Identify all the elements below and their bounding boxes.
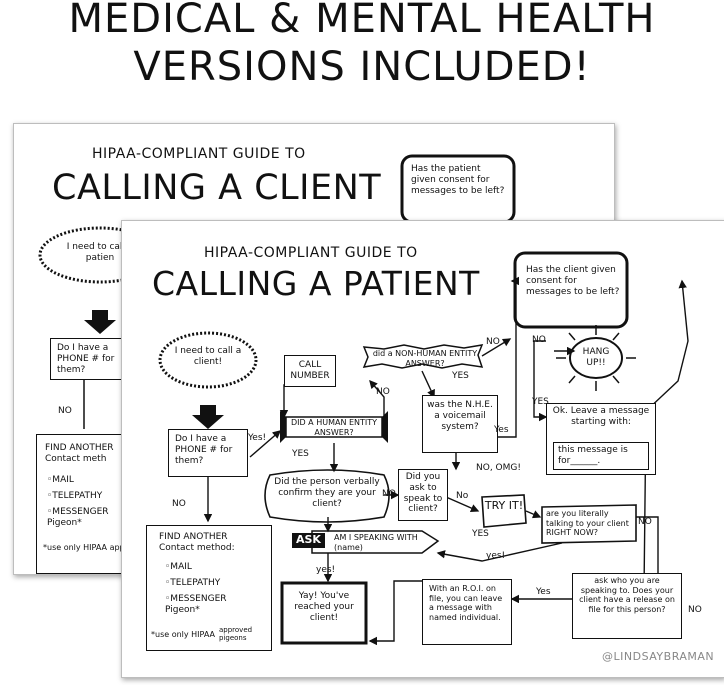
yes-nonhuman-label: YES — [452, 371, 469, 381]
yes-phone-label: Yes! — [248, 433, 267, 443]
front-need-to-call: I need to call a client! — [174, 346, 242, 367]
am-i-speaking-text: AM I SPEAKING WITH (name) — [334, 533, 418, 552]
call-number-box: CALL NUMBER — [284, 355, 336, 387]
yes-ask-label: YES — [472, 529, 489, 539]
voicemail-question: was the N.H.E. a voicemail system? — [427, 400, 493, 432]
human-banner-right-fold — [382, 411, 388, 443]
front-footnote-a: *use only HIPAA — [151, 630, 216, 639]
voicemail-box: was the N.H.E. a voicemail system? — [422, 395, 498, 453]
back-no-label: NO — [58, 406, 72, 416]
front-phone-question-box: Do I have a PHONE # for them? — [168, 429, 248, 477]
hang-up-text: HANG UP!! — [582, 347, 610, 368]
front-subtitle: HIPAA-COMPLIANT GUIDE TO — [204, 245, 418, 261]
try-it-text: TRY IT! — [484, 499, 524, 512]
back-find-another-title: FIND ANOTHER Contact meth — [45, 443, 114, 464]
no-ask-label: No — [456, 491, 469, 501]
front-phone-question: Do I have a PHONE # for them? — [175, 434, 233, 466]
no-literally-label: NO — [638, 517, 652, 527]
no-omg-label: NO, OMG! — [476, 463, 521, 473]
roi-box: With an R.O.I. on file, you can leave a … — [422, 579, 512, 645]
back-title: CALLING A CLIENT — [52, 168, 382, 208]
back-down-arrow — [84, 310, 116, 334]
back-consent-question: Has the patient given consent for messag… — [411, 164, 505, 196]
yes-human-label: YES — [292, 449, 309, 459]
reached-card — [280, 581, 368, 645]
confirm-question: Did the person verbally confirm they are… — [274, 477, 380, 509]
ask-speak-box: Did you ask to speak to client? — [398, 469, 448, 521]
front-method-mail: ◦MAIL — [165, 562, 192, 572]
back-need-to-call: I need to call a patien — [66, 242, 134, 263]
roi-text: With an R.O.I. on file, you can leave a … — [429, 584, 503, 622]
back-method-telepathy: ◦TELEPATHY — [47, 491, 103, 501]
human-question: DID A HUMAN ENTITY ANSWER? — [290, 418, 378, 437]
front-method-messenger: ◦MESSENGER Pigeon* — [165, 594, 227, 615]
confirm-pillow — [264, 469, 390, 523]
back-method-mail: ◦MAIL — [47, 475, 74, 485]
literally-box — [541, 504, 637, 544]
message-text: this message is for______. — [558, 445, 628, 466]
headline-line-2: VERSIONS INCLUDED! — [133, 44, 591, 90]
back-find-another-box: FIND ANOTHER Contact meth ◦MAIL ◦TELEPAT… — [36, 434, 134, 574]
non-human-question: did a NON-HUMAN ENTITY ANSWER? — [372, 349, 478, 368]
front-title: CALLING A PATIENT — [152, 264, 480, 303]
front-find-another-title: FIND ANOTHER Contact method: — [159, 532, 235, 553]
back-method-messenger: ◦MESSENGER Pigeon* — [47, 507, 109, 528]
reached-text: Yay! You've reached your client! — [294, 591, 354, 623]
no-roi-label: NO — [688, 605, 702, 615]
ask-who-box: ask who you are speaking to. Does your c… — [572, 573, 682, 639]
yes-voicemail-label: Yes — [494, 425, 509, 435]
yes-reached-label: yes! — [316, 565, 336, 575]
leave-message-box: Ok. Leave a message starting with: this … — [546, 403, 656, 475]
human-banner-left-fold — [280, 411, 286, 443]
non-human-banner — [362, 344, 484, 369]
no-confirm-label: NO — [382, 489, 396, 499]
back-subtitle: HIPAA-COMPLIANT GUIDE TO — [92, 146, 306, 162]
yes-roi-label: Yes — [536, 587, 551, 597]
ask-label: ASK — [292, 533, 325, 548]
speaking-banner — [311, 530, 440, 554]
yes-consent-label: YES — [532, 397, 549, 407]
ask-who-text: ask who you are speaking to. Does your c… — [579, 576, 675, 614]
literally-question: are you literally talking to your client… — [546, 509, 629, 538]
no-phone-label: NO — [172, 499, 186, 509]
no-human-label: NO — [376, 387, 390, 397]
back-phone-question: Do I have a PHONE # for them? — [57, 343, 115, 375]
back-footnote: *use only HIPAA appro — [43, 543, 133, 552]
front-find-another-box: FIND ANOTHER Contact method: ◦MAIL ◦TELE… — [146, 525, 272, 651]
no-nonhuman-label: NO — [486, 337, 500, 347]
front-footnote-b: approved pigeons — [219, 626, 253, 643]
leave-message-text: Ok. Leave a message starting with: — [552, 406, 650, 427]
try-it-box — [481, 494, 527, 528]
headline-line-1: MEDICAL & MENTAL HEALTH — [68, 0, 656, 42]
front-down-arrow — [192, 405, 224, 429]
front-method-telepathy: ◦TELEPATHY — [165, 578, 221, 588]
credit: @LINDSAYBRAMAN — [602, 650, 715, 663]
hang-up-burst — [556, 325, 636, 391]
front-consent-frame — [513, 251, 629, 329]
front-consent-question: Has the client given consent for message… — [526, 265, 620, 297]
front-connectors — [158, 251, 689, 646]
call-number-text: CALL NUMBER — [290, 360, 330, 381]
yes-literally-label: yes! — [486, 551, 506, 561]
front-flowchart-sheet: HIPAA-COMPLIANT GUIDE TO CALLING A PATIE… — [121, 220, 724, 678]
no-consent-label: NO — [532, 335, 546, 345]
message-text-box: this message is for______. — [553, 442, 649, 470]
front-start-oval — [158, 331, 258, 389]
back-phone-question-box: Do I have a PHONE # for them? — [50, 338, 126, 380]
ask-speak-question: Did you ask to speak to client? — [403, 472, 443, 515]
hang-up-oval — [569, 337, 623, 379]
